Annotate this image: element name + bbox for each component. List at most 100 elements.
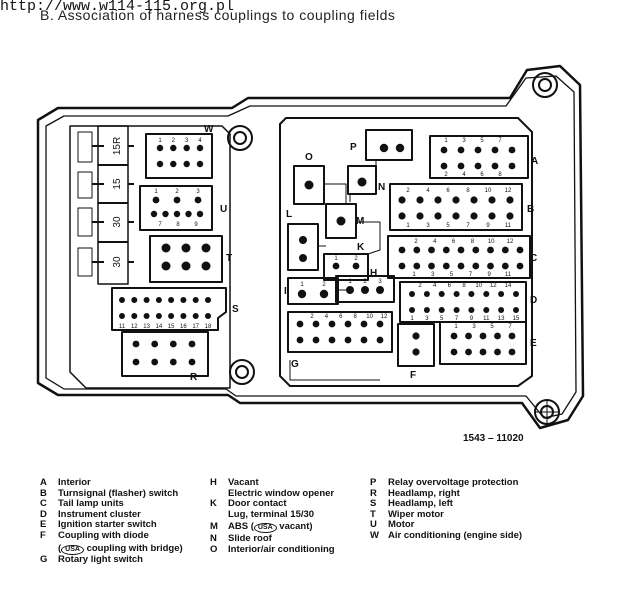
coupling-g-pin-number: 10 xyxy=(366,314,373,320)
coupling-w-pin xyxy=(183,160,190,168)
coupling-b-pin xyxy=(470,196,478,204)
coupling-u-pin xyxy=(162,210,169,218)
fuse-label-4: 30 xyxy=(112,256,123,268)
coupling-a-pin-number: 2 xyxy=(444,172,448,178)
coupling-f-pin xyxy=(412,348,420,356)
coupling-b-pin-number: 7 xyxy=(466,223,470,229)
coupling-b-pin xyxy=(488,196,496,204)
coupling-a-pin xyxy=(491,162,499,170)
coupling-s-pin-number: 12 xyxy=(131,324,138,330)
coupling-g-pin xyxy=(328,320,336,328)
coupling-c-pin xyxy=(516,262,524,270)
coupling-g-pin-number: 4 xyxy=(325,314,329,320)
coupling-s-pin xyxy=(180,297,187,303)
coupling-e-pin xyxy=(508,348,516,356)
field-label-a: A xyxy=(531,156,538,167)
coupling-k-pin-number: 1 xyxy=(334,256,338,262)
coupling-t-pin xyxy=(161,261,171,271)
coupling-d-pin-number: 1 xyxy=(410,316,414,322)
coupling-b-pin xyxy=(398,212,406,220)
coupling-u-pin xyxy=(173,196,181,204)
field-label-t: T xyxy=(226,253,232,264)
coupling-s-pin xyxy=(205,297,211,303)
coupling-s-pin xyxy=(131,297,138,303)
coupling-d-pin xyxy=(453,307,460,313)
coupling-g-pin xyxy=(344,320,352,328)
coupling-c-pin-number: 9 xyxy=(488,272,492,278)
coupling-b-pin xyxy=(434,212,442,220)
coupling-u-pin-number: 9 xyxy=(194,222,198,228)
coupling-b-pin xyxy=(470,212,478,220)
coupling-p-pin xyxy=(379,143,389,153)
coupling-u-pin xyxy=(196,210,204,218)
coupling-u-pin-number: 7 xyxy=(158,222,162,228)
coupling-a-pin xyxy=(474,146,482,154)
coupling-e-pin-number: 7 xyxy=(508,324,512,330)
coupling-u-pin xyxy=(150,210,158,218)
coupling-c-pin-number: 12 xyxy=(507,239,514,245)
coupling-s-pin xyxy=(168,297,175,303)
field-label-e: E xyxy=(530,338,537,349)
coupling-c-pin xyxy=(398,262,406,270)
coupling-d-pin-number: 9 xyxy=(470,316,474,322)
coupling-b-pin xyxy=(416,212,424,220)
coupling-h-pin-number: 3 xyxy=(378,279,382,285)
coupling-c-pin xyxy=(442,246,450,254)
coupling-r-pin xyxy=(151,340,159,348)
coupling-w-pin xyxy=(183,144,190,152)
coupling-c-pin xyxy=(457,246,465,254)
field-label-h: H xyxy=(370,268,377,279)
coupling-a-pin-number: 7 xyxy=(498,138,502,144)
field-label-l: L xyxy=(286,209,292,220)
coupling-d-pin-number: 14 xyxy=(505,283,512,289)
coupling-a-pin xyxy=(508,162,516,170)
coupling-s-pin-number: 13 xyxy=(143,324,150,330)
coupling-s-pin xyxy=(192,297,199,303)
coupling-a-pin-number: 5 xyxy=(480,138,484,144)
coupling-a-pin xyxy=(440,146,448,154)
coupling-s-pin xyxy=(131,313,138,319)
coupling-l-pin xyxy=(299,254,307,262)
coupling-u-pin xyxy=(152,196,160,204)
coupling-a-pin xyxy=(508,146,516,154)
coupling-n-pin xyxy=(357,177,367,187)
coupling-i-pin-number: 1 xyxy=(300,282,304,288)
coupling-s-pin-number: 16 xyxy=(180,324,187,330)
coupling-e-pin xyxy=(465,332,472,340)
coupling-c-pin-number: 7 xyxy=(469,272,473,278)
coupling-s-pin-number: 14 xyxy=(156,324,163,330)
coupling-w-pin-number: 2 xyxy=(172,138,176,144)
coupling-d-pin xyxy=(409,291,415,297)
coupling-c-pin xyxy=(501,262,509,270)
coupling-d-pin xyxy=(483,307,490,313)
field-label-m: M xyxy=(356,216,364,227)
coupling-w-pin xyxy=(170,160,177,168)
coupling-g-pin xyxy=(376,320,384,328)
coupling-d-pin-number: 10 xyxy=(475,283,482,289)
coupling-r-pin xyxy=(132,340,140,348)
field-label-i: I xyxy=(284,286,287,297)
coupling-c-pin xyxy=(487,246,494,254)
coupling-s-pin xyxy=(192,313,199,319)
coupling-b-pin xyxy=(506,196,514,204)
coupling-g-pin xyxy=(360,336,368,344)
coupling-k-pin-number: 2 xyxy=(354,256,358,262)
coupling-c-pin xyxy=(413,262,421,270)
coupling-c-pin xyxy=(398,246,406,254)
coupling-a-pin xyxy=(457,162,465,170)
coupling-c-pin-number: 3 xyxy=(431,272,435,278)
coupling-s-pin xyxy=(180,313,187,319)
coupling-e-pin xyxy=(494,332,501,340)
coupling-d-pin-number: 8 xyxy=(462,283,466,289)
coupling-a-pin xyxy=(474,162,482,170)
coupling-a-pin-number: 3 xyxy=(462,138,466,144)
